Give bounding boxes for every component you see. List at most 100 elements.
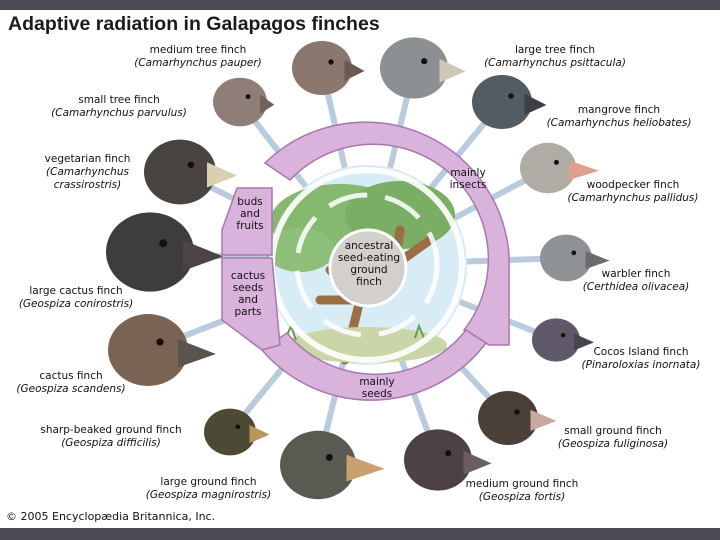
segment-label-cactus: cactus seeds and parts xyxy=(224,270,272,318)
eye xyxy=(421,58,428,65)
common-name: medium ground finch xyxy=(465,478,579,490)
small-tree-finch-head xyxy=(213,77,275,127)
beak xyxy=(178,339,216,368)
beak xyxy=(260,94,275,114)
bird-heads xyxy=(106,37,610,500)
label-large-ground-finch: large ground finch (Geospiza magnirostri… xyxy=(126,476,291,502)
label-sharp-beaked-ground-finch: sharp-beaked ground finch (Geospiza diff… xyxy=(26,424,196,450)
top-bar xyxy=(0,0,720,10)
scientific-name: crassirostris) xyxy=(53,179,122,191)
eye xyxy=(245,94,251,100)
head xyxy=(380,37,448,99)
segment-label-seeds: mainly seeds xyxy=(345,376,409,400)
scientific-name: (Geospiza conirostris) xyxy=(18,298,134,310)
mangrove-finch-head xyxy=(472,75,547,129)
center-label-line: ancestral xyxy=(344,240,394,252)
scientific-name: (Pinaroloxias inornata) xyxy=(581,359,701,371)
scientific-name: (Geospiza magnirostris) xyxy=(145,489,272,501)
eye xyxy=(561,333,566,338)
head xyxy=(532,318,580,362)
eye xyxy=(445,450,452,457)
beak xyxy=(439,58,466,83)
beak xyxy=(530,409,557,431)
label-large-cactus-finch: large cactus finch (Geospiza conirostris… xyxy=(2,285,150,311)
eye xyxy=(325,453,333,461)
common-name: vegetarian finch xyxy=(44,153,131,165)
head xyxy=(108,314,188,386)
scientific-name: (Camarhynchus psittacula) xyxy=(484,57,626,69)
head xyxy=(404,429,472,491)
segment-label-line: mainly xyxy=(450,167,486,179)
cocos-island-finch-head xyxy=(532,318,594,362)
common-name: large cactus finch xyxy=(29,285,123,297)
head xyxy=(144,139,216,205)
eye xyxy=(514,409,520,415)
common-name: cactus finch xyxy=(39,370,103,382)
copyright-notice: © 2005 Encyclopædia Britannica, Inc. xyxy=(6,510,216,523)
label-woodpecker-finch: woodpecker finch (Camarhynchus pallidus) xyxy=(552,179,714,205)
center-label-line: finch xyxy=(356,276,382,288)
common-name: sharp-beaked ground finch xyxy=(40,424,182,436)
head xyxy=(292,41,352,95)
segment-label-line: cactus xyxy=(230,270,266,282)
center-label-line: ground xyxy=(350,264,388,276)
common-name: woodpecker finch xyxy=(586,179,680,191)
segment-label-line: fruits xyxy=(236,220,264,232)
scientific-name: (Camarhynchus pauper) xyxy=(134,57,262,69)
segment-label-line: seeds xyxy=(361,388,393,400)
head xyxy=(106,212,194,292)
scientific-name: (Geospiza scandens) xyxy=(16,383,126,395)
label-medium-ground-finch: medium ground finch (Geospiza fortis) xyxy=(452,478,592,504)
label-small-ground-finch: small ground finch (Geospiza fuliginosa) xyxy=(538,425,688,451)
beak xyxy=(183,240,223,271)
head xyxy=(472,75,532,129)
common-name: mangrove finch xyxy=(577,104,661,116)
page-title: Adaptive radiation in Galapagos finches xyxy=(8,13,380,35)
bottom-bar xyxy=(0,528,720,540)
eye xyxy=(571,250,577,256)
beak xyxy=(346,454,385,482)
head xyxy=(478,391,538,445)
scientific-name: (Certhidea olivacea) xyxy=(582,281,690,293)
segment-label-line: buds xyxy=(237,196,263,208)
beak xyxy=(524,93,547,115)
label-medium-tree-finch: medium tree finch (Camarhynchus pauper) xyxy=(118,44,278,70)
center-label: ancestral seed-eating ground finch xyxy=(330,240,408,288)
head xyxy=(540,234,592,282)
ring-segment-cactus xyxy=(221,257,281,351)
common-name: large ground finch xyxy=(160,476,257,488)
common-name: warbler finch xyxy=(601,268,671,280)
large-ground-finch-head xyxy=(280,430,385,500)
label-warbler-finch: warbler finch (Certhidea olivacea) xyxy=(566,268,706,294)
inner-ring-2 xyxy=(294,192,440,338)
common-name: small tree finch xyxy=(78,94,160,106)
segment-label-line: and xyxy=(238,294,258,306)
beak xyxy=(249,424,270,444)
eye xyxy=(235,424,241,430)
head xyxy=(280,430,356,500)
scientific-name: (Camarhynchus heliobates) xyxy=(546,117,692,129)
beak xyxy=(569,160,599,181)
center-label-line: seed-eating xyxy=(337,252,401,264)
small-ground-finch-head xyxy=(478,391,557,445)
scientific-name: (Camarhynchus xyxy=(46,166,129,178)
beak xyxy=(585,250,610,270)
vegetarian-finch-head xyxy=(144,139,237,205)
ring-segment-insects xyxy=(263,121,510,346)
eye xyxy=(187,161,195,169)
common-name: large tree finch xyxy=(514,44,596,56)
segment-label-line: parts xyxy=(234,306,262,318)
eye xyxy=(159,239,168,248)
center-disc xyxy=(328,228,408,308)
segment-label-line: seeds xyxy=(232,282,264,294)
segment-label-line: and xyxy=(240,208,260,220)
ring-segment-seeds xyxy=(260,328,488,401)
head xyxy=(213,77,267,127)
common-name: medium tree finch xyxy=(149,44,247,56)
scientific-name: (Camarhynchus parvulus) xyxy=(51,107,187,119)
segment-label-line: mainly xyxy=(359,376,395,388)
scientific-name: (Geospiza difficilis) xyxy=(61,437,161,449)
scientific-name: (Geospiza fortis) xyxy=(478,491,566,503)
warbler-finch-head xyxy=(540,234,610,282)
